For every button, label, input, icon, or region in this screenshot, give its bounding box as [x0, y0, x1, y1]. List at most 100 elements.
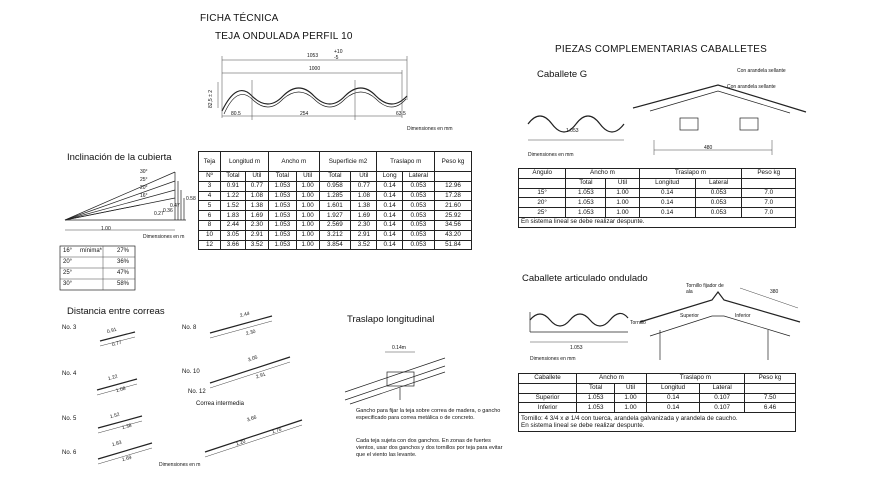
dim-label-plus: +10 [334, 49, 343, 55]
table-cell: 3.52 [350, 239, 378, 251]
angle-label-25: 25° [140, 177, 148, 183]
table-cell: 7.0 [741, 197, 796, 209]
table-cell: 1.00 [605, 207, 640, 218]
table-cell: 1.00 [605, 187, 640, 199]
table-cell: 0.91 [220, 180, 246, 192]
table-cell: 1.601 [318, 200, 352, 212]
table-cell: 1.00 [295, 239, 320, 251]
table-cell: 1.00 [295, 229, 320, 241]
table-cell: 1.053 [268, 180, 297, 192]
sheet-profile-drawing [217, 56, 408, 120]
table-cell: 1.053 [576, 392, 616, 404]
th-traslapo: Traslapo m [376, 151, 436, 172]
table-cell: 2.91 [350, 229, 378, 241]
seal-label-1: Con arandela sellante [737, 68, 786, 74]
caballete-art-drawing [529, 287, 801, 360]
purlin-drawings [96, 315, 303, 465]
table-cell: 0.053 [401, 190, 436, 202]
purlin-label-10: No. 10 [182, 369, 200, 375]
table-cell: 3.66 [220, 239, 246, 251]
caballete-art-dim: 380 [770, 289, 779, 295]
table-cell: 0.053 [694, 187, 743, 199]
angle-label-16: 16° [140, 193, 148, 199]
table-cell: 1.38 [350, 200, 378, 212]
table-cell: 0.14 [376, 210, 403, 221]
table-cell: 0.053 [694, 207, 743, 218]
table-cell: 1.927 [318, 210, 352, 221]
caballete-art-title: Caballete articulado ondulado [522, 273, 648, 284]
table-cell: 1.053 [268, 190, 297, 202]
overlap-drawing [344, 351, 446, 405]
th-ancho: Ancho m [268, 151, 320, 172]
table-cell: 7.50 [743, 392, 797, 404]
table-cell: 0.107 [699, 392, 745, 404]
tornillo-label: Tornillo [630, 320, 646, 326]
th-superficie: Superficie m2 [318, 151, 378, 172]
height-label-047: 0.47 [170, 203, 180, 209]
overlap-note-hook: Gancho para fijar la teja sobre correa d… [356, 408, 501, 421]
height-label-027: 0.27 [154, 211, 164, 217]
table-cell: 1.38 [244, 200, 270, 212]
table-cell: 0.14 [376, 219, 403, 231]
table-cell: 1.053 [268, 239, 297, 251]
table-cell: 2.30 [244, 219, 270, 231]
table-cell: 25° [517, 207, 567, 218]
table-cell: 0.14 [645, 402, 701, 414]
table-cell: 1.08 [244, 190, 270, 202]
table-cell: 1.053 [268, 200, 297, 212]
table-cell: 0.14 [645, 392, 701, 404]
inferior-label: Inferior [735, 313, 751, 319]
dim-label-right: 63.5 [396, 111, 406, 117]
table-cell: 10 [197, 229, 222, 241]
dim-label-minus: -5 [334, 55, 339, 61]
dim-label-left: 80.5 [231, 111, 241, 117]
superior-label: Superior [680, 313, 699, 319]
purlins-units: Dimensiones en m [159, 462, 201, 468]
table-cell: 2.30 [350, 219, 378, 231]
table-cell: 1.83 [220, 210, 246, 221]
table-cell: 1.22 [220, 190, 246, 202]
table-cell: 0.77 [350, 180, 378, 192]
profile-units: Dimensiones en mm [407, 126, 453, 132]
table-cell: 5 [197, 200, 222, 212]
accessories-title: PIEZAS COMPLEMENTARIAS CABALLETES [555, 44, 768, 55]
inclination-title: Inclinación de la cubierta [67, 152, 172, 163]
angle-label-30: 30° [140, 169, 148, 175]
caballete-art-table: Caballete Ancho m Traslapo m Peso kg Tot… [517, 373, 797, 433]
sheet-spec-table: Teja Longitud m Ancho m Superficie m2 Tr… [197, 151, 472, 251]
table-cell: 2.91 [244, 229, 270, 241]
table-cell: 12 [197, 239, 222, 251]
table-cell: 1.285 [318, 190, 352, 202]
purlin-label-5: No. 5 [62, 416, 77, 422]
table-cell: 3 [197, 180, 222, 192]
table-cell: 0.14 [376, 190, 403, 202]
caballete-g-title: Caballete G [537, 69, 588, 80]
table-cell: 1.69 [244, 210, 270, 221]
table-cell: 0.053 [401, 200, 436, 212]
table-cell: 0.14 [376, 200, 403, 212]
table-cell: 0.77 [244, 180, 270, 192]
table-cell: 7.0 [741, 187, 796, 199]
table-cell: 1.00 [614, 392, 647, 404]
table-cell: 0.14 [638, 187, 696, 199]
caballete-g-note: En sistema lineal se debe realizar despu… [518, 216, 796, 228]
purlin-label-4: No. 4 [62, 371, 77, 377]
table-cell: 0.053 [401, 210, 436, 221]
table-cell: 4 [197, 190, 222, 202]
caballete-art-note: Tornillo: 4 3/4 x ø 1/4 con tuerca, aran… [518, 412, 796, 433]
table-cell: 1.053 [268, 210, 297, 221]
table-cell: 0.14 [376, 229, 403, 241]
table-cell: 0.14 [638, 197, 696, 209]
table-cell: 0.053 [401, 239, 436, 251]
purlin-label-6: No. 6 [62, 450, 77, 456]
table-cell: 1.053 [576, 402, 616, 414]
table-cell: 1.00 [295, 219, 320, 231]
page-title: FICHA TÉCNICA [200, 13, 279, 24]
table-cell: 20° [517, 197, 567, 209]
